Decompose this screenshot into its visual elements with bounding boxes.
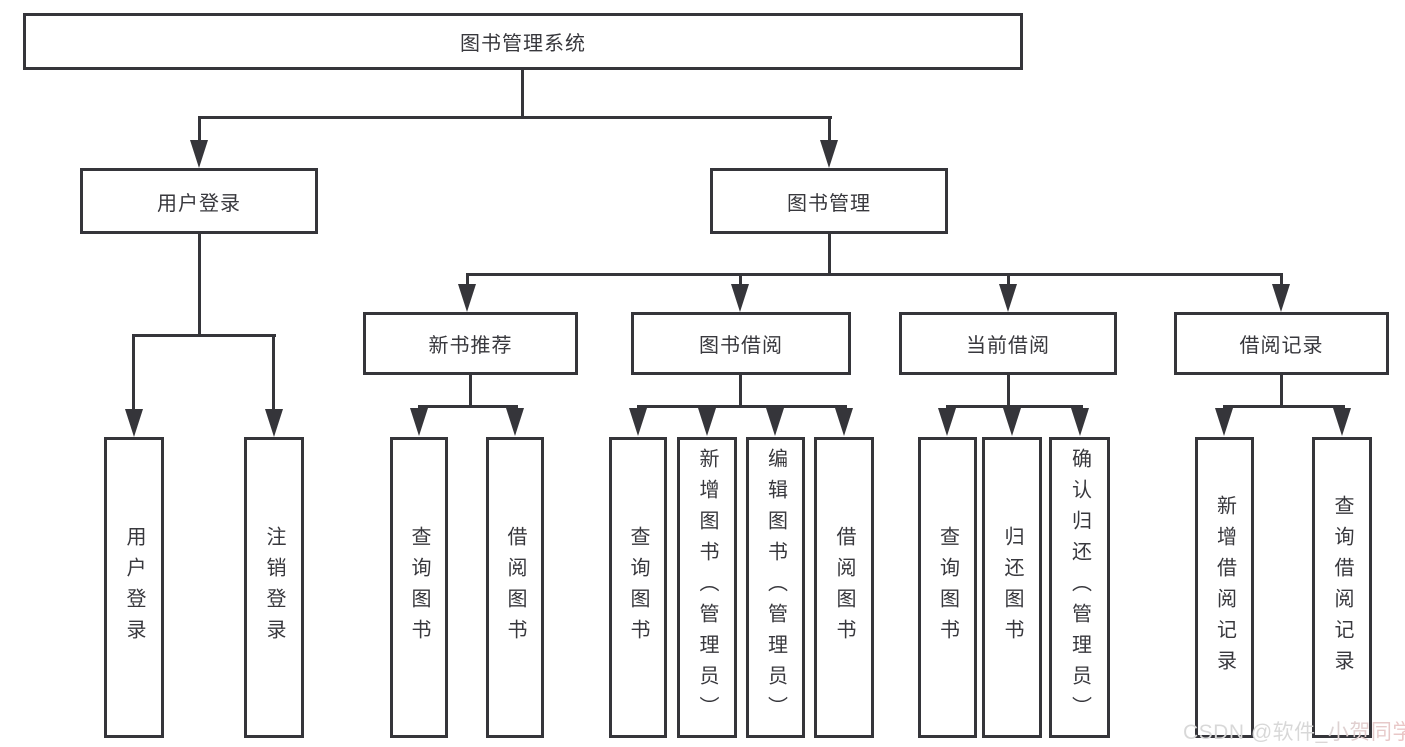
- connector-line: [272, 334, 275, 410]
- leaf-add-books-admin: 新增图书（管理员）: [677, 437, 737, 738]
- arrowhead-down: [458, 284, 476, 312]
- leaf-borrow-books-recommend: 借阅图书: [486, 437, 544, 738]
- node-label: 用户登录: [123, 525, 145, 650]
- connector-line: [1280, 375, 1283, 408]
- node-label: 借阅图书: [504, 525, 526, 650]
- leaf-user-login: 用户登录: [104, 437, 164, 738]
- node-label: 当前借阅: [966, 335, 1050, 357]
- arrowhead-down: [1272, 284, 1290, 312]
- arrowhead-down: [1333, 408, 1351, 436]
- connector-line: [1223, 405, 1345, 408]
- node-label: 借阅记录: [1239, 335, 1324, 357]
- node-label: 注销登录: [263, 525, 285, 650]
- node-label: 查询图书: [627, 525, 649, 650]
- connector-line: [1280, 273, 1283, 285]
- connector-line: [1007, 273, 1010, 285]
- arrowhead-down: [820, 140, 838, 168]
- leaf-query-books-current: 查询图书: [918, 437, 977, 738]
- leaf-confirm-return-admin: 确认归还（管理员）: [1049, 437, 1110, 738]
- node-label: 编辑图书（管理员）: [764, 448, 787, 727]
- connector-line: [198, 116, 201, 142]
- leaf-return-books: 归还图书: [982, 437, 1042, 738]
- leaf-query-books-borrow: 查询图书: [609, 437, 667, 738]
- arrowhead-down: [698, 408, 716, 436]
- leaf-borrow-books: 借阅图书: [814, 437, 874, 738]
- leaf-query-books-recommend: 查询图书: [390, 437, 448, 738]
- node-label: 查询图书: [936, 525, 959, 650]
- node-label: 归还图书: [1001, 525, 1023, 650]
- connector-line: [469, 375, 472, 408]
- arrowhead-down: [1215, 408, 1233, 436]
- node-label: 查询借阅记录: [1331, 494, 1353, 681]
- connector-line: [466, 273, 469, 285]
- arrowhead-down: [125, 409, 143, 437]
- connector-line: [828, 116, 831, 142]
- connector-line: [132, 334, 276, 337]
- arrowhead-down: [1071, 408, 1089, 436]
- node-borrow-records: 借阅记录: [1174, 312, 1389, 375]
- connector-line: [521, 69, 524, 119]
- arrowhead-down: [731, 284, 749, 312]
- connector-line: [198, 116, 832, 119]
- node-book-management-group: 图书管理: [710, 168, 948, 234]
- connector-line: [198, 234, 201, 337]
- watermark-text: CSDN @软件_小贺同学: [1183, 716, 1405, 746]
- arrowhead-down: [506, 408, 524, 436]
- node-new-book-recommend: 新书推荐: [363, 312, 578, 375]
- arrowhead-down: [410, 408, 428, 436]
- arrowhead-down: [938, 408, 956, 436]
- connector-line: [418, 405, 518, 408]
- node-label: 图书管理: [787, 192, 871, 215]
- node-label: 图书管理系统: [460, 33, 586, 55]
- connector-line: [132, 334, 135, 410]
- node-label: 新增借阅记录: [1213, 494, 1236, 681]
- connector-line: [637, 405, 847, 408]
- node-label: 确认归还（管理员）: [1068, 448, 1091, 727]
- connector-line: [828, 234, 831, 276]
- connector-line: [466, 273, 1283, 276]
- node-book-borrow: 图书借阅: [631, 312, 851, 375]
- arrowhead-down: [190, 140, 208, 168]
- connector-line: [946, 405, 1083, 408]
- node-label: 查询图书: [408, 525, 430, 650]
- connector-line: [739, 273, 742, 285]
- arrowhead-down: [265, 409, 283, 437]
- arrowhead-down: [999, 284, 1017, 312]
- node-label: 图书借阅: [699, 335, 783, 357]
- node-user-login-group: 用户登录: [80, 168, 318, 234]
- leaf-logout: 注销登录: [244, 437, 304, 738]
- node-label: 新增图书（管理员）: [696, 448, 718, 727]
- arrowhead-down: [629, 408, 647, 436]
- node-label: 新书推荐: [428, 335, 513, 357]
- node-label: 用户登录: [157, 192, 241, 215]
- leaf-add-borrow-record: 新增借阅记录: [1195, 437, 1254, 738]
- arrowhead-down: [766, 408, 784, 436]
- node-root-system: 图书管理系统: [23, 13, 1023, 70]
- leaf-edit-books-admin: 编辑图书（管理员）: [746, 437, 805, 738]
- leaf-query-borrow-record: 查询借阅记录: [1312, 437, 1372, 738]
- arrowhead-down: [835, 408, 853, 436]
- arrowhead-down: [1003, 408, 1021, 436]
- node-current-borrow: 当前借阅: [899, 312, 1117, 375]
- connector-line: [739, 375, 742, 408]
- node-label: 借阅图书: [833, 525, 855, 650]
- connector-line: [1007, 375, 1010, 408]
